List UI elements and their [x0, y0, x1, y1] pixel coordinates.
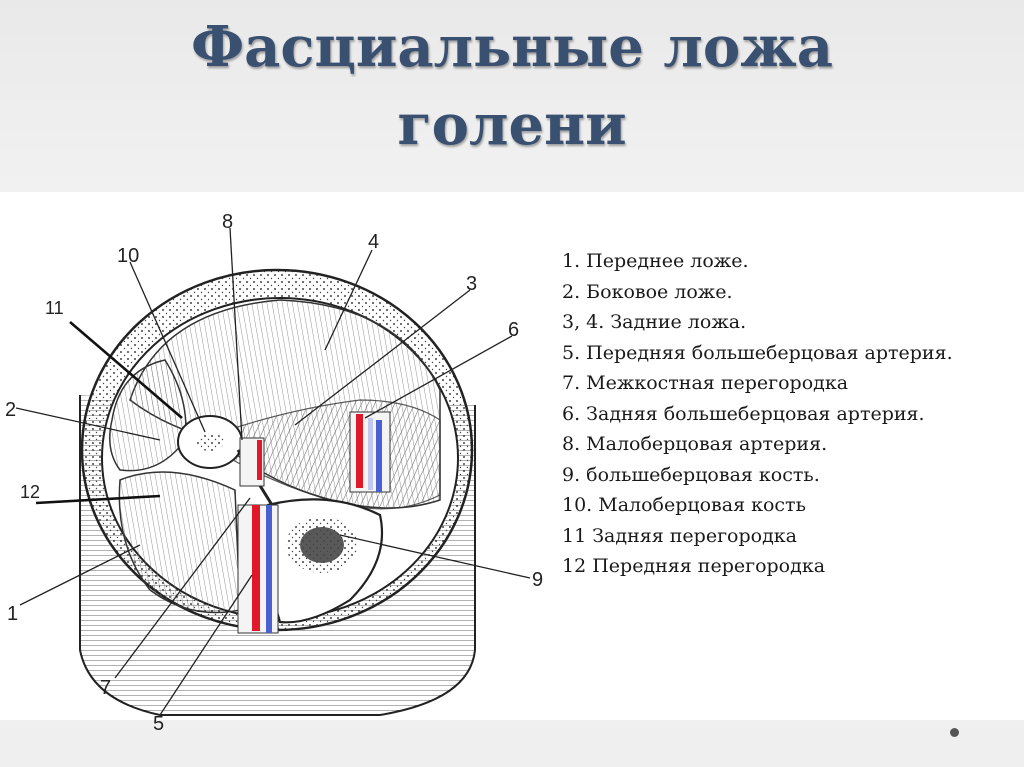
diagram-label-1: 1 [7, 603, 18, 625]
legend-item: 6. Задняя большеберцовая артерия. [562, 402, 925, 425]
leg-cross-section-diagram: 1 2 3 4 5 6 7 8 9 10 11 12 [5, 211, 543, 735]
legend-item: 9. большеберцовая кость. [562, 463, 820, 486]
diagram-label-10: 10 [117, 245, 139, 267]
diagram-label-12: 12 [20, 482, 40, 502]
slide-corner-dot [950, 728, 959, 737]
diagram-label-8: 8 [222, 211, 233, 233]
legend-item: 11 Задняя перегородка [562, 524, 797, 547]
title-line-1: Фасциальные ложа [190, 14, 834, 80]
title-line-2: голени [397, 92, 627, 158]
anterior-compartment [118, 471, 241, 614]
peroneal-artery [257, 440, 262, 480]
diagram-label-9: 9 [532, 569, 543, 591]
tibia-marrow-halo [286, 517, 358, 573]
slide-title: Фасциальные ложа голени [0, 8, 1024, 164]
posterior-tibial-artery [356, 414, 363, 488]
diagram-label-7: 7 [100, 677, 111, 699]
legend-item: 10. Малоберцовая кость [562, 494, 806, 516]
legend-item: 7. Межкостная перегородка [562, 372, 849, 394]
fibula-marrow [196, 433, 224, 451]
diagram-label-4: 4 [368, 231, 379, 253]
diagram-label-2: 2 [5, 399, 16, 421]
diagram-label-11: 11 [45, 298, 64, 318]
anterior-tibial-artery [252, 505, 260, 631]
posterior-tibial-vein-2 [376, 420, 382, 492]
diagram-label-3: 3 [466, 273, 477, 295]
legend-item: 8. Малоберцовая артерия. [562, 433, 828, 455]
diagram-label-6: 6 [508, 319, 519, 341]
legend-item: 3, 4. Задние ложа. [562, 311, 747, 333]
legend-item: 12 Передняя перегородка [562, 555, 826, 577]
legend-item: 1. Переднее ложе. [562, 250, 749, 272]
diagram-label-5: 5 [153, 713, 164, 735]
legend-item: 2. Боковое ложе. [562, 280, 733, 303]
anterior-tibial-vein [266, 505, 272, 633]
posterior-tibial-vein-1 [368, 418, 373, 490]
legend-item: 5. Передняя большеберцовая артерия. [562, 341, 953, 364]
legend-list: 1. Переднее ложе. 2. Боковое ложе. 3, 4.… [562, 246, 953, 582]
